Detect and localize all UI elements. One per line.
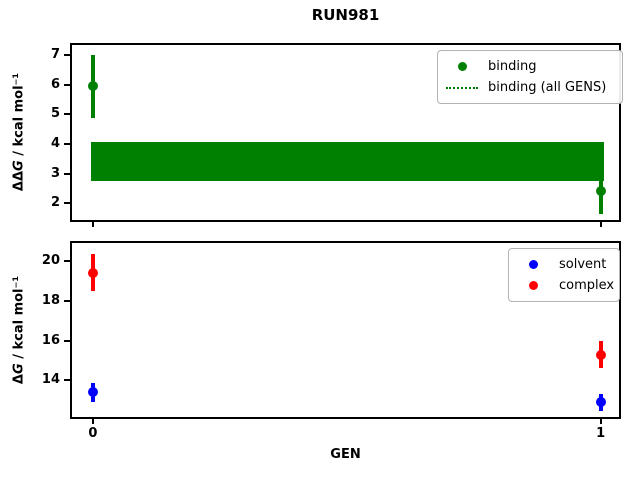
- dot-marker-icon: [457, 62, 467, 71]
- legend: binding binding (all GENS): [437, 50, 623, 104]
- x-axis-label: GEN: [330, 447, 361, 462]
- dotted-line-icon: [446, 86, 478, 89]
- y-tick-label: 7: [50, 47, 60, 63]
- y-tick: [64, 202, 70, 205]
- y-tick-label: 14: [41, 372, 60, 388]
- legend-item: complex: [516, 275, 615, 296]
- upper-plot-axes: [70, 43, 621, 222]
- complex-point: [595, 349, 606, 360]
- y-tick-label: 6: [50, 76, 60, 92]
- x-tick: [599, 419, 602, 424]
- y-tick-label: 3: [50, 165, 60, 181]
- legend-label: solvent: [559, 257, 607, 272]
- legend-item: solvent: [516, 254, 611, 275]
- dot-marker-icon: [528, 260, 538, 269]
- y-tick: [64, 379, 70, 382]
- legend-dotted-line-icon: [445, 86, 479, 89]
- y-tick-label: 18: [41, 292, 60, 308]
- legend-dot-icon: [516, 281, 550, 290]
- y-tick: [64, 172, 70, 175]
- legend-label: complex: [559, 278, 615, 293]
- legend-dot-icon: [516, 260, 550, 269]
- y-tick: [64, 143, 70, 146]
- legend-dot-icon: [445, 62, 479, 71]
- legend-item: binding (all GENS): [445, 77, 614, 98]
- lower-y-axis-label-units: / kcal mol⁻¹: [11, 275, 27, 364]
- complex-point: [87, 267, 98, 278]
- y-tick: [64, 54, 70, 57]
- legend-item: binding: [445, 56, 614, 77]
- x-tick-label: 1: [596, 426, 606, 441]
- y-tick-label: 20: [41, 252, 60, 268]
- lower-plot-axes: [70, 241, 621, 419]
- legend: solvent complex: [508, 248, 620, 302]
- y-tick: [64, 113, 70, 116]
- x-tick-label: 0: [88, 426, 98, 441]
- y-tick: [64, 339, 70, 342]
- solvent-point: [595, 397, 606, 408]
- legend-label: binding (all GENS): [488, 80, 607, 95]
- binding-point: [87, 81, 98, 92]
- y-tick: [64, 259, 70, 262]
- x-tick: [91, 419, 94, 424]
- y-tick-label: 2: [50, 195, 60, 211]
- x-tick: [91, 222, 94, 227]
- dot-marker-icon: [528, 281, 538, 290]
- binding-all-gens-band: [90, 141, 604, 182]
- y-tick-label: 5: [50, 106, 60, 122]
- y-tick-label: 4: [50, 136, 60, 152]
- y-tick-label: 16: [41, 332, 60, 348]
- y-tick: [64, 83, 70, 86]
- x-tick: [599, 222, 602, 227]
- y-tick: [64, 299, 70, 302]
- figure-title: RUN981: [311, 6, 380, 24]
- legend-label: binding: [488, 59, 537, 74]
- binding-point: [595, 185, 606, 196]
- solvent-point: [87, 387, 98, 398]
